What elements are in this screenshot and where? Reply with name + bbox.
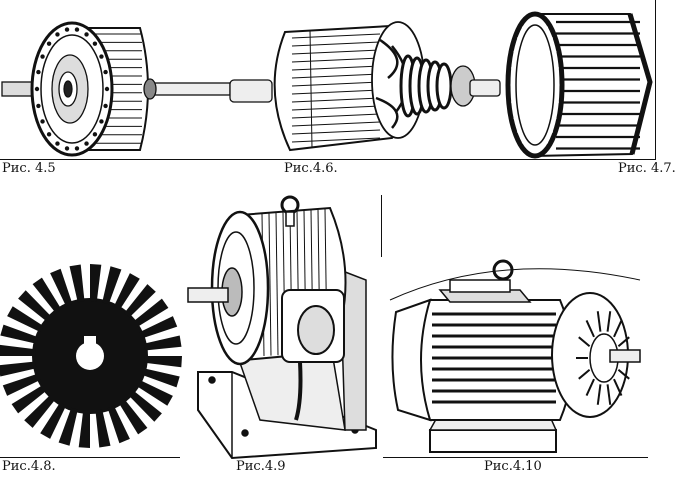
caption-figure-4-7: Рис. 4.7. [618,161,676,176]
caption-figure-4-5: Рис. 4.5 [2,161,56,176]
divider-top-row [0,159,656,160]
caption-figure-4-6: Рис.4.6. [284,161,338,176]
caption-figure-4-9: Рис.4.9 [236,459,286,474]
divider-bottom-left [0,457,180,458]
divider-mid-vertical [381,195,382,257]
caption-figure-4-10: Рис.4.10 [484,459,542,474]
divider-right-edge [655,0,656,160]
divider-bottom-right [383,457,648,458]
caption-figure-4-8: Рис.4.8. [2,459,56,474]
